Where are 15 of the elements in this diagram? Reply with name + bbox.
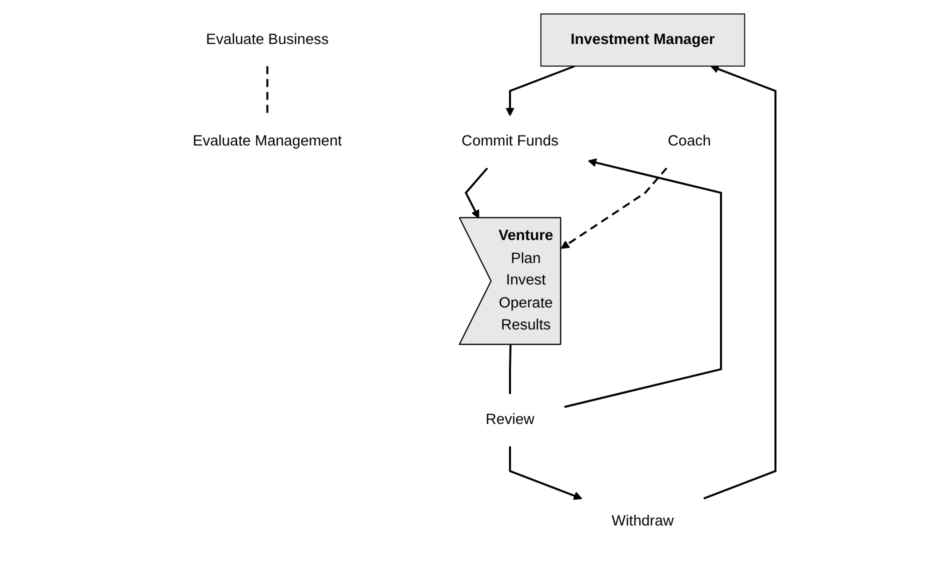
- arrow: [464, 167, 488, 219]
- node-text: Coach: [668, 132, 711, 150]
- arrow: [508, 446, 582, 500]
- node-text: Evaluate Business: [206, 30, 328, 48]
- node-text: Review: [485, 410, 534, 428]
- arrow: [703, 64, 776, 500]
- node-text: Withdraw: [611, 512, 674, 530]
- arrow: [560, 167, 668, 249]
- node-text: Commit Funds: [461, 132, 558, 150]
- connector: [266, 66, 268, 116]
- connector: [508, 344, 512, 394]
- arrow: [564, 158, 722, 408]
- node-box: Investment Manager: [540, 13, 745, 67]
- arrow: [505, 65, 575, 116]
- node-text: Evaluate Management: [192, 132, 342, 150]
